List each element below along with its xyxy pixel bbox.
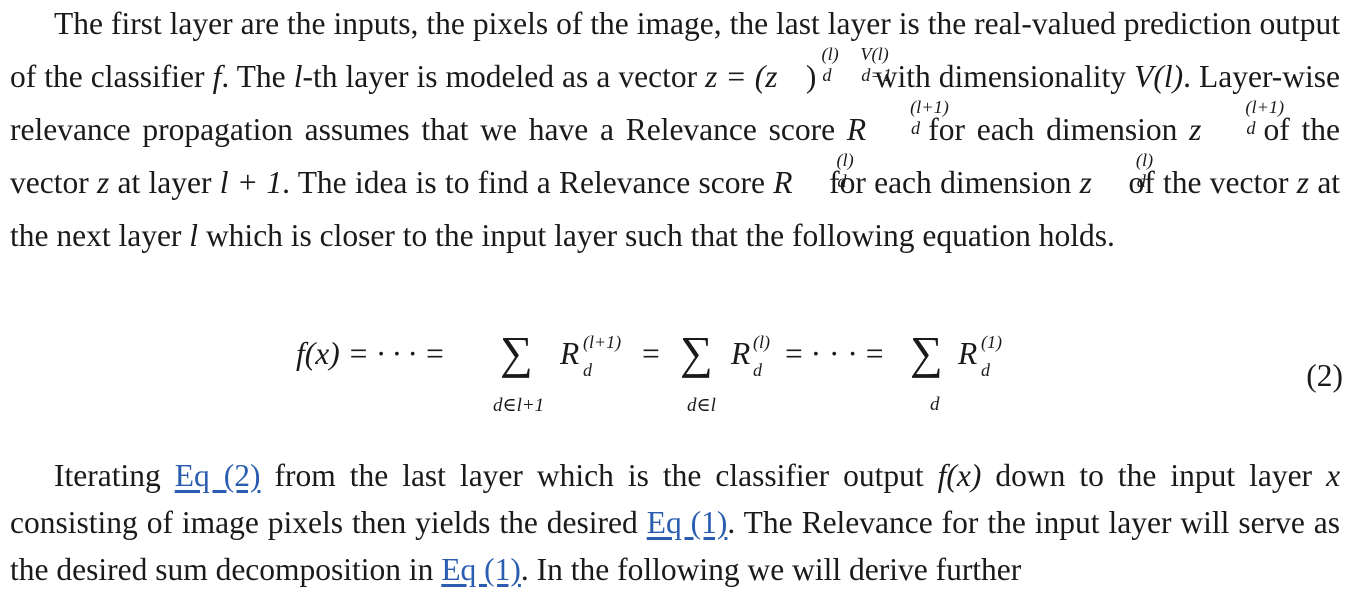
text: with dimensionality [874, 59, 1127, 94]
math-x: x [1326, 458, 1341, 493]
paragraph-lrp-intro: The first layer are the inputs, the pixe… [10, 0, 1340, 262]
sub: d [1136, 170, 1146, 191]
eq-1-link[interactable]: Eq (1) [441, 552, 521, 587]
math-z-vector: z = (z [705, 59, 778, 94]
summation-sign: ∑ [680, 327, 713, 378]
math-f: f [212, 59, 222, 94]
equation-number: (2) [1306, 358, 1343, 393]
text: The first layer are the inputs, the pixe… [10, 6, 1340, 94]
summation-sign: ∑ [500, 327, 533, 378]
sup: (l) [821, 44, 839, 65]
sum-index: d∈l [687, 395, 716, 416]
sup: (1) [981, 332, 1002, 352]
sub: d [753, 360, 762, 380]
math-scripts: V(l)d=1 [816, 45, 892, 88]
math-R: R [773, 165, 793, 200]
equals: = [642, 336, 660, 371]
sup: (l) [836, 150, 854, 171]
math-scripts: (l)d [792, 151, 853, 194]
math-R: R [731, 336, 751, 371]
text: at the next layer [10, 165, 1341, 253]
math-scripts: (l+1)d [866, 98, 949, 141]
eq-1-link[interactable]: Eq (1) [646, 505, 728, 540]
math-R: R [560, 336, 580, 371]
text: down to the input layer [995, 458, 1313, 493]
math-R: R [958, 336, 978, 371]
text: . In the following we will derive furthe… [520, 552, 1022, 587]
math-scripts: (l)d [1092, 151, 1153, 194]
sub: d [837, 170, 847, 191]
text: . Layer-wise relevance propagation assum… [10, 59, 1341, 147]
sub: d [822, 64, 832, 85]
math-z: z [1189, 112, 1202, 147]
equals-ellipsis: = · · · = [785, 336, 884, 371]
math-l: l [189, 218, 199, 253]
math-z: z [1079, 165, 1092, 200]
sum-index: d∈l+1 [493, 395, 545, 416]
text: -th layer is modeled as a vector [302, 59, 698, 94]
text: . The idea is to find a Relevance score [282, 165, 765, 200]
math-z: z [97, 165, 110, 200]
sup: (l+1) [1245, 97, 1285, 118]
text: for each dimension [928, 112, 1178, 147]
sum-index: d [930, 394, 940, 415]
eq-2-link[interactable]: Eq (2) [174, 458, 261, 493]
paragraph-iteration: Iterating Eq (2) from the last layer whi… [10, 452, 1340, 593]
sup: (l+1) [910, 97, 949, 118]
math-R: R [846, 112, 867, 147]
text: Iterating [54, 458, 161, 493]
math-z: z [1296, 165, 1310, 200]
text: . The Relevance for the input layer will… [10, 505, 1340, 587]
math-fx: f(x) [937, 458, 982, 493]
sub: d [1246, 117, 1256, 138]
text: of the vector [1128, 165, 1289, 200]
sup: (l) [753, 332, 770, 352]
text: . The [221, 59, 286, 94]
display-equation-2: f(x) = · · · = ∑ d∈l+1 R (l+1) d = ∑ d∈l… [0, 330, 1353, 420]
text: at layer [117, 165, 212, 200]
equation-lhs: f(x) = · · · = [296, 336, 446, 371]
summation-sign: ∑ [910, 327, 943, 378]
math-l-plus-1: l + 1 [219, 165, 283, 200]
text: from the last layer which is the classif… [274, 458, 924, 493]
sub: d [911, 117, 921, 138]
math-Vl: V(l) [1134, 59, 1184, 94]
math-scripts: (l)d [777, 45, 838, 88]
math-l: l [293, 59, 303, 94]
math-scripts: (l+1)d [1201, 98, 1284, 141]
text: consisting of image pixels then yields t… [10, 505, 638, 540]
sup: (l) [1135, 150, 1154, 171]
sup: (l+1) [583, 332, 622, 352]
sup: V(l) [860, 44, 889, 65]
sub: d [583, 360, 592, 380]
text: of the vector [10, 112, 1341, 200]
text: for each dimension [829, 165, 1072, 200]
sub: d [981, 360, 990, 380]
text: which is closer to the input layer such … [205, 218, 1115, 253]
sub: d=1 [861, 64, 892, 85]
math-paren: ) [805, 59, 817, 94]
